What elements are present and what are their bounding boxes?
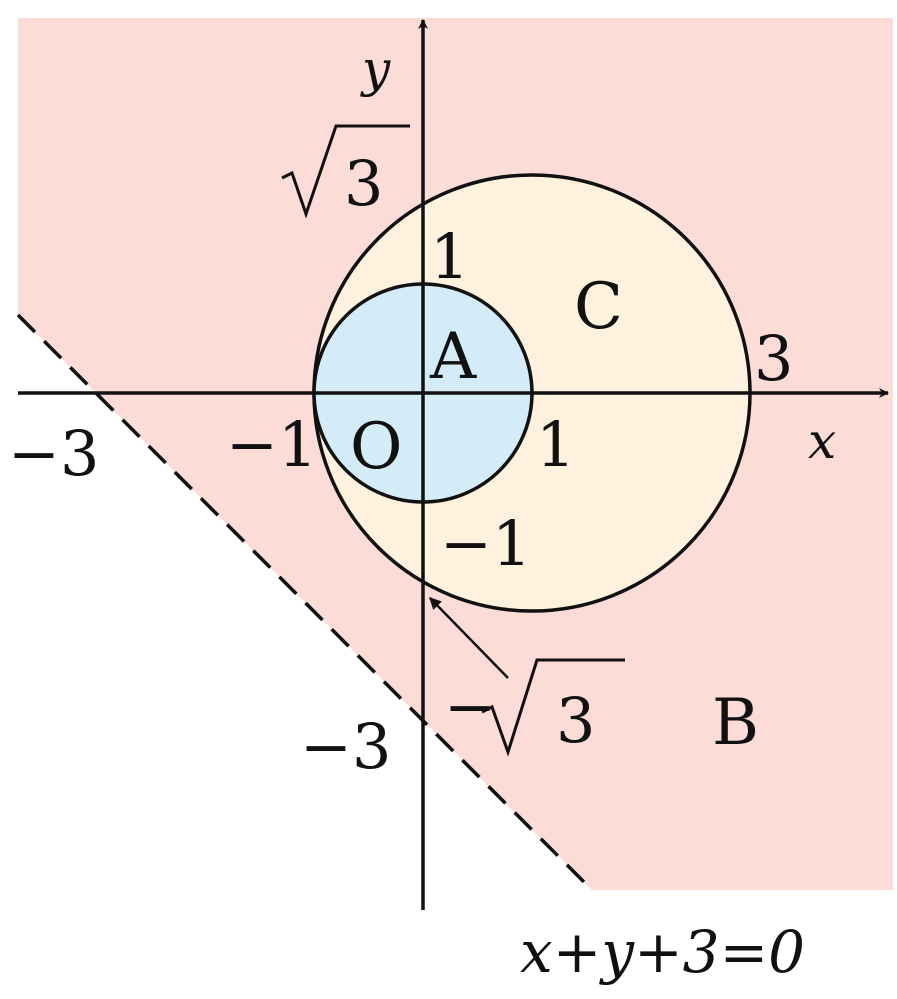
y-axis-label: y — [360, 40, 391, 98]
tick-x-3: 3 — [754, 322, 793, 395]
origin-label: O — [350, 410, 402, 484]
tick-x-neg3: −3 — [8, 417, 99, 490]
line-equation-label: x+y+3=0 — [520, 918, 805, 986]
tick-y-1: 1 — [430, 220, 469, 293]
tick-y-neg-sqrt3: − 3 — [444, 658, 625, 757]
pointer-arrow — [429, 597, 509, 679]
tick-y-sqrt3-text: 3 — [344, 147, 383, 220]
tick-x-neg1: −1 — [226, 408, 317, 481]
x-axis-label: x — [808, 412, 836, 470]
tick-y-sqrt3: 3 — [281, 124, 410, 220]
tick-x-1: 1 — [536, 408, 575, 481]
tick-y-neg-sqrt3-text: 3 — [556, 684, 595, 757]
boundary-line — [16, 313, 594, 892]
region-b-label: B — [712, 686, 759, 760]
radical-sign — [281, 124, 410, 219]
region-c-label: C — [574, 270, 623, 344]
region-a-label: A — [429, 320, 477, 394]
tick-y-neg1: −1 — [440, 507, 531, 580]
tick-y-neg3: −3 — [300, 710, 391, 783]
tick-y-neg-sqrt3-sign: − — [444, 670, 496, 743]
radical-sign — [481, 658, 625, 757]
